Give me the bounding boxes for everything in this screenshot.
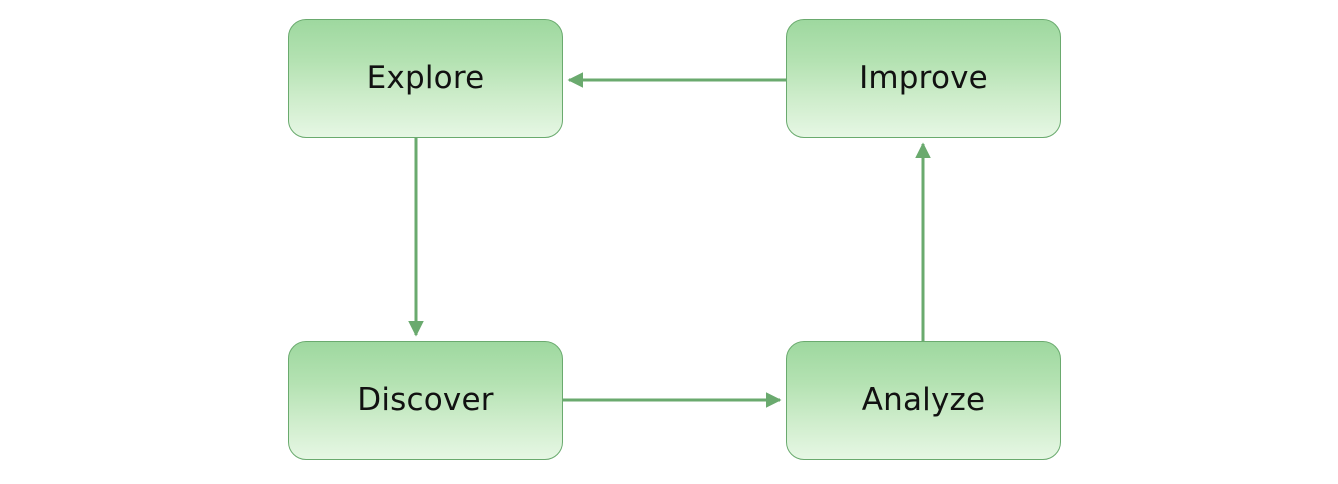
node-improve[interactable]: Improve bbox=[786, 19, 1061, 138]
node-explore[interactable]: Explore bbox=[288, 19, 563, 138]
node-analyze-label: Analyze bbox=[861, 382, 986, 418]
node-improve-label: Improve bbox=[859, 60, 988, 96]
node-explore-label: Explore bbox=[366, 60, 485, 96]
node-analyze[interactable]: Analyze bbox=[786, 341, 1061, 460]
node-discover[interactable]: Discover bbox=[288, 341, 563, 460]
node-discover-label: Discover bbox=[357, 382, 494, 418]
